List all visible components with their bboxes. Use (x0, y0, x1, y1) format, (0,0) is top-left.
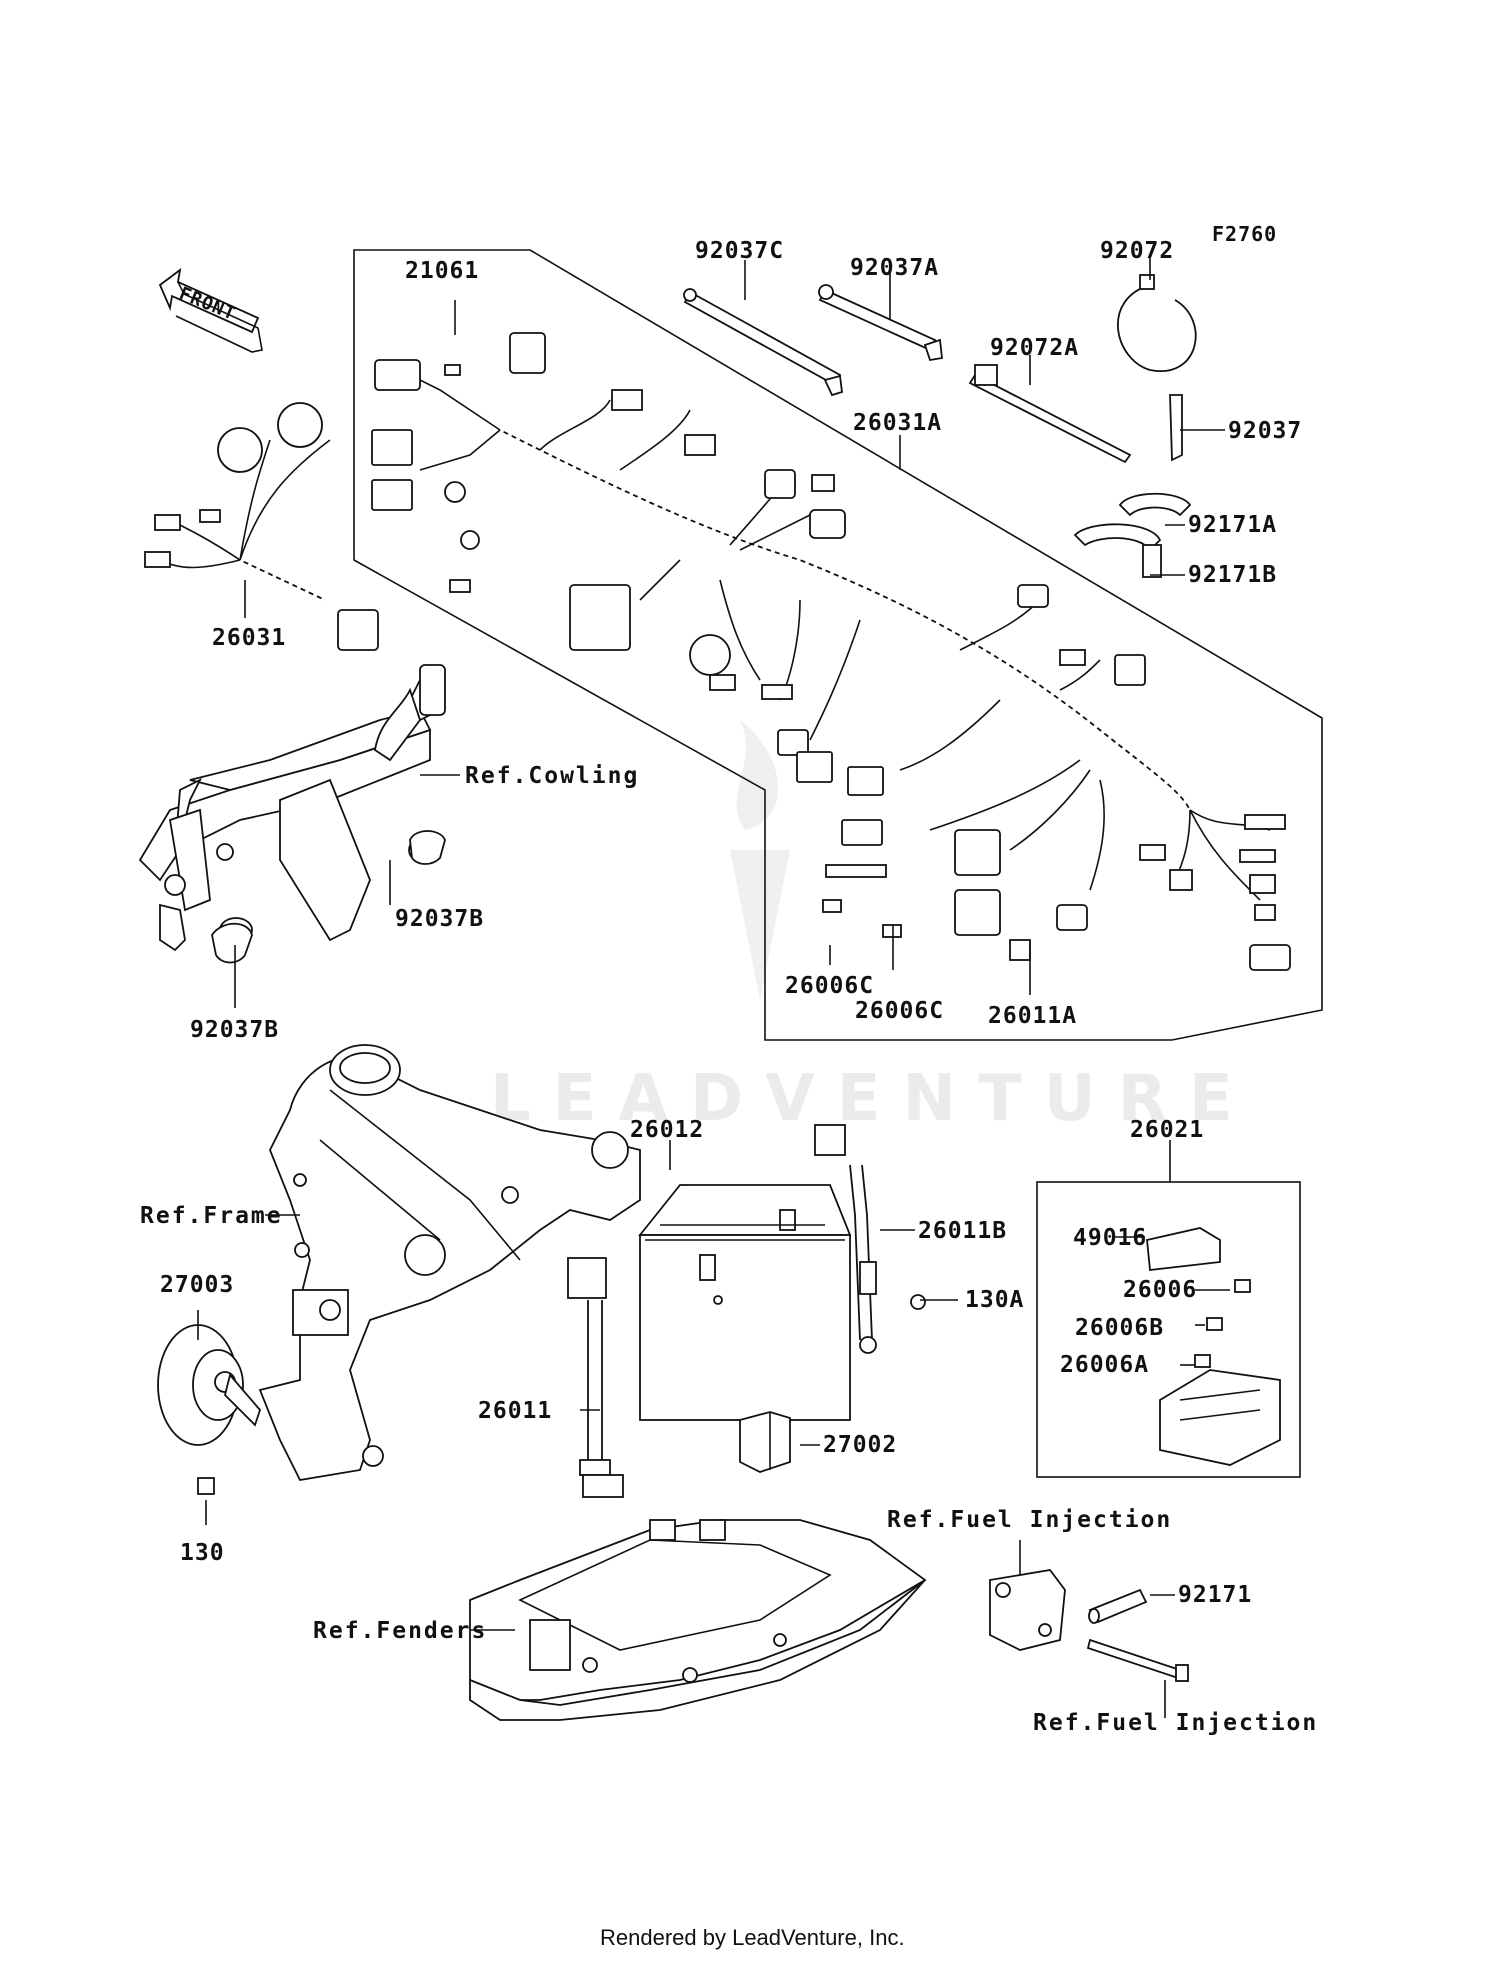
callout-21061: 21061 (405, 258, 479, 284)
fuse-box (1146, 1227, 1281, 1466)
callout-130: 130 (180, 1540, 225, 1566)
callout-92037A: 92037A (850, 255, 939, 281)
callout-26012: 26012 (630, 1117, 704, 1143)
horn (157, 1324, 262, 1495)
callout-92072: 92072 (1100, 238, 1174, 264)
callout-92171: 92171 (1178, 1582, 1252, 1608)
main-wiring-harness (371, 332, 1291, 971)
references: Ref.Cowling Ref.Frame Ref.Fenders Ref.Fu… (140, 763, 1318, 1736)
leader-lines (197, 255, 1230, 1718)
fuel-injection-sensor (989, 1569, 1189, 1682)
fuse-box-outline (1036, 1181, 1301, 1478)
front-label: FRONT (176, 283, 239, 325)
watermark: LEADVENTURE (490, 720, 1255, 1136)
ref-frame: Ref.Frame (140, 1203, 283, 1229)
callout-26006C-1: 26006C (785, 973, 874, 999)
callout-92171B: 92171B (1188, 562, 1277, 588)
callout-92037: 92037 (1228, 418, 1302, 444)
callout-130A: 130A (965, 1287, 1024, 1313)
callout-26011B: 26011B (918, 1218, 1007, 1244)
frame (258, 1044, 641, 1481)
watermark-text: LEADVENTURE (490, 1062, 1255, 1136)
harness-group-outline (353, 249, 1323, 1041)
battery (638, 1184, 852, 1421)
callout-26011A: 26011A (988, 1003, 1077, 1029)
ref-cowling: Ref.Cowling (465, 763, 639, 789)
straps-and-ties (683, 274, 1197, 578)
callout-26031: 26031 (212, 625, 286, 651)
callout-26006: 26006 (1123, 1277, 1197, 1303)
callouts: 21061 92037C 92037A 92072 92072A 92037 2… (160, 238, 1302, 1608)
battery-cables (567, 1124, 926, 1498)
callout-92072A: 92072A (990, 335, 1079, 361)
callout-92037C: 92037C (695, 238, 784, 264)
callout-27003: 27003 (160, 1272, 234, 1298)
sub-wiring-harness (144, 402, 379, 651)
rear-fender-tray (469, 1519, 927, 1721)
ref-fuel-injection-1: Ref.Fuel Injection (887, 1507, 1172, 1533)
callout-26021: 26021 (1130, 1117, 1204, 1143)
cowling-bracket (138, 664, 446, 964)
callout-27002: 27002 (823, 1432, 897, 1458)
front-arrow-icon: FRONT (158, 267, 263, 353)
callout-26006A: 26006A (1060, 1352, 1149, 1378)
callout-26031A: 26031A (853, 410, 942, 436)
ref-fenders: Ref.Fenders (313, 1618, 487, 1644)
callout-92171A: 92171A (1188, 512, 1277, 538)
ref-fuel-injection-2: Ref.Fuel Injection (1033, 1710, 1318, 1736)
callout-26011: 26011 (478, 1398, 552, 1424)
footer-credit: Rendered by LeadVenture, Inc. (600, 1925, 905, 1950)
callout-26006B: 26006B (1075, 1315, 1164, 1341)
relay (739, 1411, 791, 1473)
callout-92037B-1: 92037B (395, 906, 484, 932)
callout-92037B-2: 92037B (190, 1017, 279, 1043)
callout-26006C-2: 26006C (855, 998, 944, 1024)
diagram-code: F2760 (1212, 222, 1277, 246)
callout-49016: 49016 (1073, 1225, 1147, 1251)
